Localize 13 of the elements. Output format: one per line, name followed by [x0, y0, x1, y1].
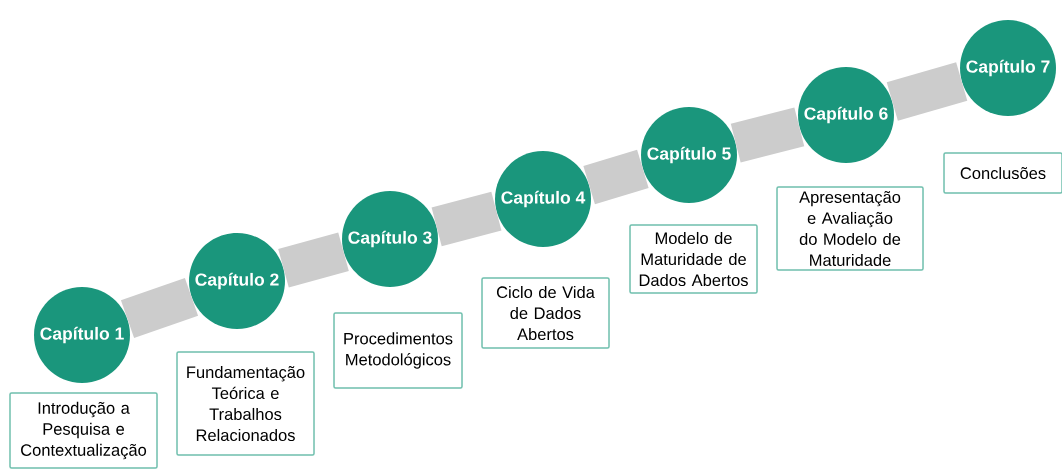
chapter-topic-box: Apresentação e Avaliação do Modelo de Maturidade: [776, 186, 924, 271]
chapter-topic-box: Introdução a Pesquisa e Contextualização: [9, 392, 158, 469]
band-segment: [886, 62, 968, 121]
chapter-topic-box: Modelo de Maturidade de Dados Abertos: [629, 224, 758, 294]
chapter-topic-box: Conclusões: [943, 152, 1062, 194]
band-segment: [431, 191, 502, 247]
chapter-topic-box: Ciclo de Vida de Dados Abertos: [481, 277, 610, 349]
chapter-topic-box: Fundamentação Teórica e Trabalhos Relacionados: [176, 351, 315, 456]
chapter-topic-box: Procedimentos Metodológicos: [333, 312, 463, 389]
band-segment: [730, 107, 805, 163]
band-segment: [120, 277, 199, 339]
band-segment: [583, 149, 649, 205]
band-segment: [278, 232, 349, 288]
